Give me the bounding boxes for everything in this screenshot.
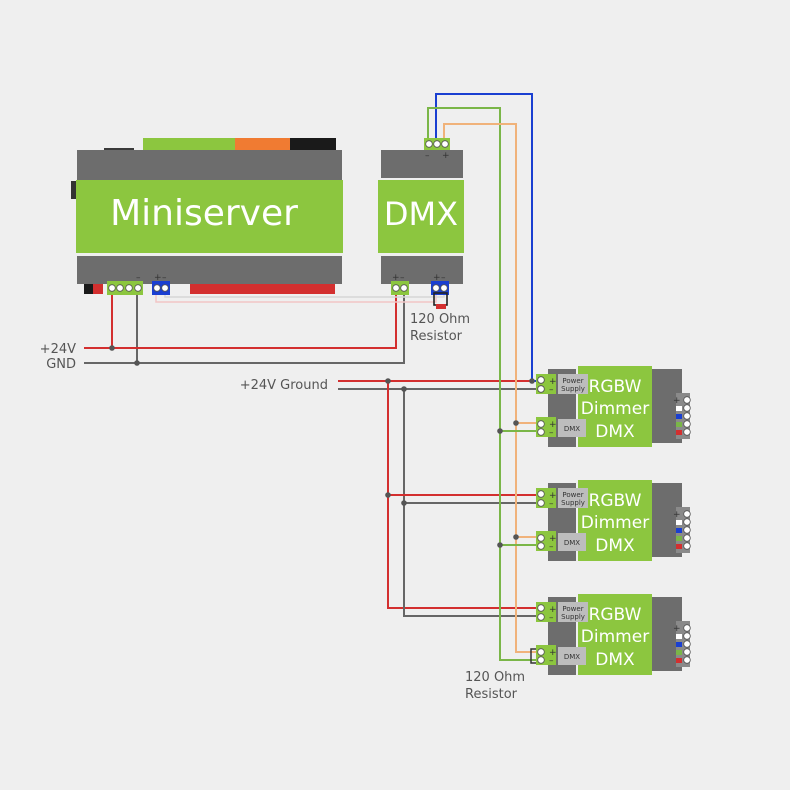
dimmer-3-dmx-tag: DMX <box>564 653 580 661</box>
dimmer-2-dmx-pin-minus: – <box>549 542 554 552</box>
dimmer-2-line3: DMX <box>595 536 635 556</box>
miniserver: Miniserver – + – <box>71 138 343 295</box>
wire-bus-24v-down <box>387 381 540 609</box>
dimmer-2-pin-minus: – <box>549 499 554 509</box>
dimmer-1-line1: RGBW <box>589 377 642 397</box>
wire-gnd-dmx <box>137 292 405 364</box>
dimmer-2-out-plus: + <box>673 510 681 520</box>
dimmer-1-pin-plus: + <box>549 377 557 387</box>
dimmer-1-dmx-tag: DMX <box>564 425 580 433</box>
dmx-link-plus-label: + <box>433 273 441 283</box>
dimmer-2-power-line1: Power <box>562 491 583 499</box>
dimmer-3-dmx-pin-minus: – <box>549 656 554 666</box>
dimmer-2-line2: Dimmer <box>581 513 649 533</box>
dmx-link-minus-label: – <box>441 273 446 283</box>
resistor-bottom-line2: Resistor <box>465 687 518 702</box>
dimmer-3-power-line2: Supply <box>561 613 585 621</box>
rgbw-dimmer: + – + – Power Supply DMX RGBW Dimmer DMX… <box>536 594 691 675</box>
resistor-bottom-line1: 120 Ohm <box>465 670 525 685</box>
dimmer-1-line2: Dimmer <box>581 399 649 419</box>
junction-dots <box>109 345 535 548</box>
dmx-extension: – + DMX + – + – <box>378 138 464 309</box>
label-gnd: GND <box>46 357 76 372</box>
wire-24v-dmx <box>112 292 397 349</box>
dimmer-3-dmx-pin-plus: + <box>549 648 557 658</box>
dimmer-3-line3: DMX <box>595 650 635 670</box>
dimmer-1-power-line2: Supply <box>561 385 585 393</box>
wire-dmx-orange <box>443 123 540 653</box>
dimmer-3-power-line1: Power <box>562 605 583 613</box>
dimmer-1-dmx-pin-minus: – <box>549 428 554 438</box>
dimmer-2-dmx-pin-plus: + <box>549 534 557 544</box>
dimmer-2-power-line2: Supply <box>561 499 585 507</box>
resistor-top-line2: Resistor <box>410 329 463 344</box>
rgbw-dimmer: + – + – Power Supply DMX RGBW Dimmer DMX… <box>536 480 691 561</box>
miniserver-link-minus-label: – <box>162 273 167 283</box>
dimmer-1-pin-minus: – <box>549 385 554 395</box>
dmx-power-minus-label: – <box>400 273 405 283</box>
dmx-top-plus-label: + <box>442 151 450 161</box>
dimmer-1-line3: DMX <box>595 422 635 442</box>
dimmer-2-pin-plus: + <box>549 491 557 501</box>
wire-gnd-miniserver <box>84 290 138 364</box>
dimmer-3-pin-minus: – <box>549 613 554 623</box>
wire-bus-gnd-down <box>403 389 540 617</box>
dimmer-3-pin-plus: + <box>549 605 557 615</box>
miniserver-power-terminal <box>107 281 143 295</box>
resistor-top-line1: 120 Ohm <box>410 312 470 327</box>
dimmer-3-out-plus: + <box>673 624 681 634</box>
dmx-power-plus-label: + <box>392 273 400 283</box>
miniserver-link-plus-label: + <box>154 273 162 283</box>
miniserver-title: Miniserver <box>110 193 298 234</box>
dimmer-1-power-line1: Power <box>562 377 583 385</box>
miniserver-term-minus: – <box>136 273 141 283</box>
dmx-top-minus-label: – <box>425 151 430 161</box>
label-24v: +24V <box>40 342 76 357</box>
dimmer-3-line1: RGBW <box>589 605 642 625</box>
dimmer-2-dmx-tag: DMX <box>564 539 580 547</box>
dimmer-1-out-plus: + <box>673 396 681 406</box>
dimmer-3-line2: Dimmer <box>581 627 649 647</box>
wire-24v-miniserver <box>84 290 113 349</box>
dmx-title: DMX <box>384 195 458 233</box>
rgbw-dimmer: + – + – Power Supply DMX RGBW Dimmer DMX… <box>536 366 691 447</box>
dimmer-1-dmx-pin-plus: + <box>549 420 557 430</box>
wire-dmx-green <box>427 107 540 661</box>
label-24v-ground-bus: +24V Ground <box>240 378 328 393</box>
dimmer-2-line1: RGBW <box>589 491 642 511</box>
